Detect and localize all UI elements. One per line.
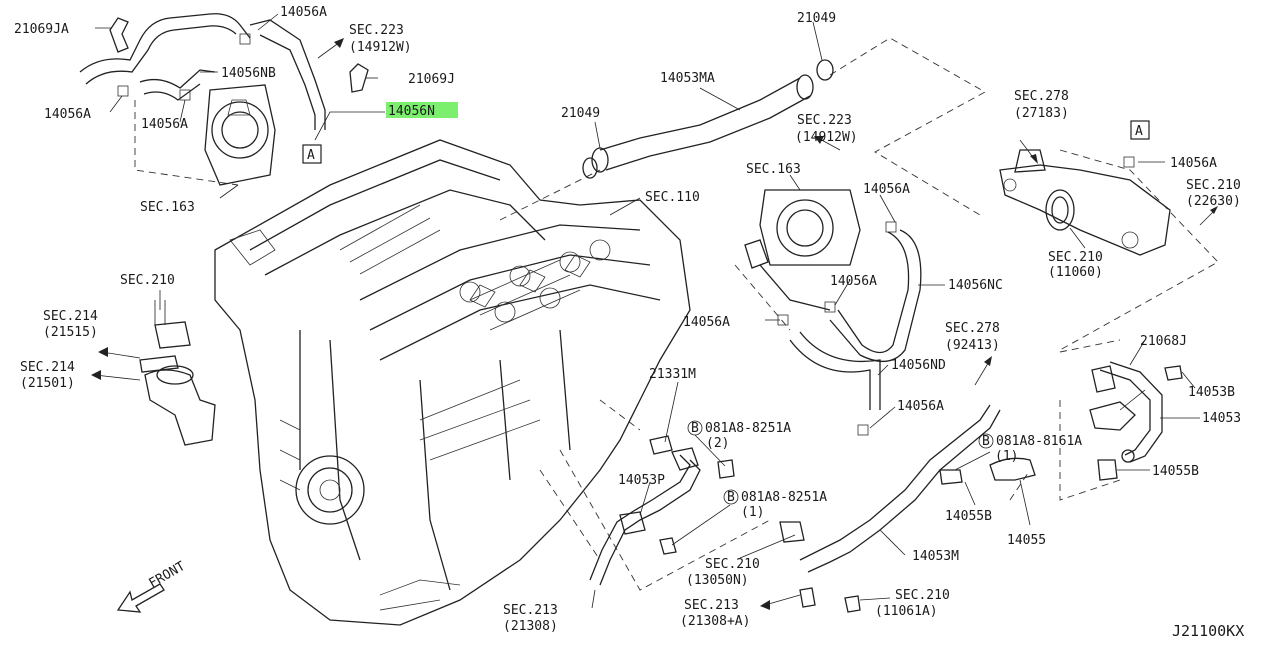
part-label: (21515) bbox=[43, 325, 98, 340]
part-label: (21308) bbox=[503, 619, 558, 634]
part-label: 14056NC bbox=[948, 278, 1003, 293]
part-label: (2) bbox=[706, 436, 729, 451]
part-label: SEC.213 bbox=[503, 603, 558, 618]
part-label: (21501) bbox=[20, 376, 75, 391]
part-label: 081A8-8251A bbox=[741, 490, 827, 505]
part-label: (22630) bbox=[1186, 194, 1241, 209]
part-label: SEC.210 bbox=[705, 557, 760, 572]
part-label: SEC.210 bbox=[895, 588, 950, 603]
water-outlet-right bbox=[999, 149, 1171, 256]
part-label: 14053M bbox=[912, 549, 959, 564]
part-label: 14056A bbox=[44, 107, 91, 122]
part-label: 14056A bbox=[280, 5, 327, 20]
part-label: SEC.223 bbox=[797, 113, 852, 128]
part-label: 14053MA bbox=[660, 71, 715, 86]
part-label: (21308+A) bbox=[680, 614, 750, 629]
front-indicator: FRONT bbox=[116, 559, 189, 613]
part-label-highlighted: 14056N bbox=[388, 104, 435, 119]
part-label: (13050N) bbox=[686, 573, 749, 588]
part-label: 14053B bbox=[1188, 385, 1235, 400]
part-label: (92413) bbox=[945, 338, 1000, 353]
part-label: SEC.210 bbox=[1186, 178, 1241, 193]
bolt-marker-label: B bbox=[982, 434, 990, 449]
part-label: (1) bbox=[995, 449, 1018, 464]
part-label: 21049 bbox=[797, 11, 836, 26]
part-label: 21049 bbox=[561, 106, 600, 121]
part-label: 14053P bbox=[618, 473, 665, 488]
part-label: 14056A bbox=[141, 117, 188, 132]
part-label: SEC.278 bbox=[945, 321, 1000, 336]
part-label: 14056A bbox=[863, 182, 910, 197]
bolt-marker-label: B bbox=[691, 421, 699, 436]
part-label: 14055B bbox=[1152, 464, 1199, 479]
part-label: 14056A bbox=[1170, 156, 1217, 171]
throttle-assembly-left bbox=[79, 13, 385, 186]
part-label: SEC.110 bbox=[645, 190, 700, 205]
lower-right-pipes bbox=[779, 361, 1183, 613]
part-label: SEC.163 bbox=[140, 200, 195, 215]
part-label: 14056A bbox=[897, 399, 944, 414]
bolt-markers bbox=[687, 420, 994, 505]
callout-leaders bbox=[95, 13, 1200, 601]
part-label: 14053 bbox=[1202, 411, 1241, 426]
part-label: 14056A bbox=[683, 315, 730, 330]
part-label: SEC.210 bbox=[1048, 250, 1103, 265]
ref-box-a-right: A bbox=[1130, 120, 1150, 140]
pipe-14053ma bbox=[582, 59, 834, 179]
diagram-id: J21100KX bbox=[1172, 622, 1244, 640]
direction-arrows bbox=[91, 38, 1218, 610]
part-label: 14055B bbox=[945, 509, 992, 524]
part-label: (11060) bbox=[1048, 265, 1103, 280]
left-fittings bbox=[139, 300, 216, 446]
ref-box-label: A bbox=[307, 148, 315, 163]
highlight-14056n bbox=[386, 102, 458, 118]
part-label: 21068J bbox=[1140, 334, 1187, 349]
throttle-body-center bbox=[744, 189, 922, 436]
part-label: SEC.213 bbox=[684, 598, 739, 613]
callout-labels: 21069JA 14056A SEC.223 (14912W) 14056NB … bbox=[14, 5, 1241, 634]
part-label: 14056A bbox=[830, 274, 877, 289]
part-label: 081A8-8161A bbox=[996, 434, 1082, 449]
part-label: 21331M bbox=[649, 367, 696, 382]
ref-box-a-left: A bbox=[302, 144, 322, 164]
part-label: 14056NB bbox=[221, 66, 276, 81]
part-label: (27183) bbox=[1014, 106, 1069, 121]
part-label: SEC.278 bbox=[1014, 89, 1069, 104]
engine-block bbox=[214, 139, 691, 626]
part-label: SEC.163 bbox=[746, 162, 801, 177]
part-label: 21069JA bbox=[14, 22, 69, 37]
part-label: (1) bbox=[741, 505, 764, 520]
part-label: (14912W) bbox=[795, 130, 858, 145]
part-label: SEC.210 bbox=[120, 273, 175, 288]
part-label: 081A8-8251A bbox=[705, 421, 791, 436]
part-label: 14055 bbox=[1007, 533, 1046, 548]
part-label: (11061A) bbox=[875, 604, 938, 619]
part-label: SEC.223 bbox=[349, 23, 404, 38]
lower-center-pipe bbox=[589, 435, 735, 586]
part-label: (14912W) bbox=[349, 40, 412, 55]
bolt-marker-label: B bbox=[727, 490, 735, 505]
part-label: SEC.214 bbox=[20, 360, 75, 375]
part-label: 14056ND bbox=[891, 358, 946, 373]
ref-box-label: A bbox=[1135, 124, 1143, 139]
front-label: FRONT bbox=[147, 559, 189, 592]
part-label: 21069J bbox=[408, 72, 455, 87]
part-label: SEC.214 bbox=[43, 309, 98, 324]
